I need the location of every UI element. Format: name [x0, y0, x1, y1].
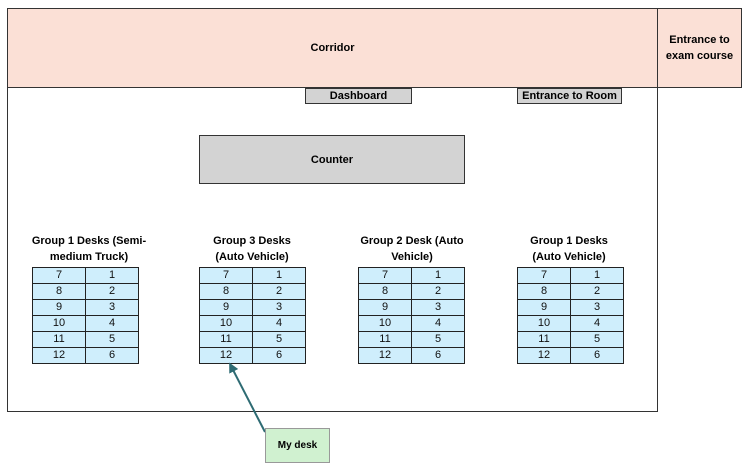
entrance-to-exam-course: Entrance to exam course — [657, 8, 742, 88]
counter: Counter — [199, 135, 465, 184]
my-desk-label: My desk — [277, 440, 318, 451]
corridor-label: Corridor — [310, 42, 355, 54]
desk-number: 6 — [570, 347, 624, 364]
desk-number: 6 — [252, 347, 306, 364]
desk-number: 6 — [85, 347, 139, 364]
desk-number: 3 — [411, 299, 465, 316]
group-3-auto-title: Group 3 Desks (Auto Vehicle) — [213, 235, 291, 263]
dashboard-label: Dashboard — [329, 90, 388, 102]
desk-number: 12 — [517, 347, 571, 364]
entrance-room-label: Entrance to Room — [522, 90, 617, 102]
dashboard: Dashboard — [305, 88, 412, 104]
entrance-exam-label: Entrance to exam course — [665, 34, 734, 62]
arrow-line — [229, 362, 266, 433]
counter-label: Counter — [310, 153, 354, 166]
desk-number: 4 — [411, 315, 465, 332]
desk-number: 12 — [199, 347, 253, 364]
desk-number: 12 — [32, 347, 86, 364]
group-2-auto-title: Group 2 Desk (Auto Vehicle) — [360, 235, 464, 263]
group-1-auto-title: Group 1 Desks (Auto Vehicle) — [530, 235, 608, 263]
desk-number: 6 — [411, 347, 465, 364]
group-1-semi-truck-title: Group 1 Desks (Semi- medium Truck) — [31, 235, 147, 263]
entrance-to-room: Entrance to Room — [517, 88, 622, 104]
my-desk-callout: My desk — [265, 428, 330, 463]
corridor: Corridor — [7, 8, 658, 88]
desk-number: 12 — [358, 347, 412, 364]
